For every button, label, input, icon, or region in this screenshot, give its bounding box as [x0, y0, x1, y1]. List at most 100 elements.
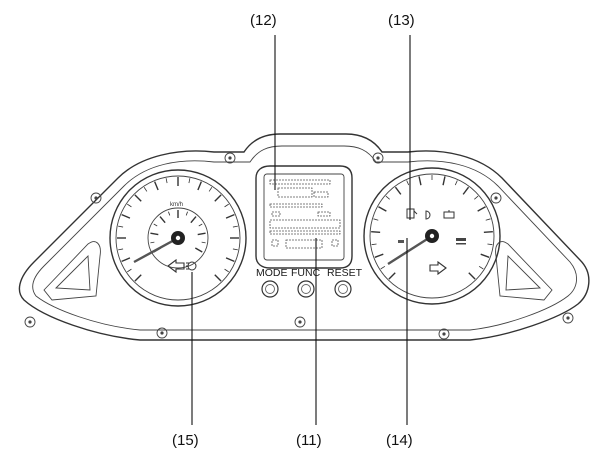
gauge-tick [483, 230, 493, 233]
lcd-segment [331, 239, 339, 247]
tach-indicator-mark [398, 240, 404, 243]
gauge-tick [190, 216, 197, 224]
speedometer-needle [133, 236, 179, 264]
gauge-tick [373, 218, 379, 221]
gauge-tick [134, 194, 142, 202]
gauge-tick [394, 186, 402, 195]
gauge-tick [208, 187, 213, 192]
tach-headlight-icon [425, 210, 431, 220]
side-reflector-right [495, 241, 553, 301]
reset-button[interactable] [334, 280, 352, 298]
gauge-tick [477, 206, 486, 212]
lcd-segment [269, 219, 341, 229]
gauge-tick [197, 232, 206, 236]
gauge-tick [127, 203, 132, 208]
gauge-tick [201, 241, 206, 244]
tachometer-gauge [363, 167, 501, 305]
gauge-tick [121, 257, 131, 262]
gauge-tick [485, 218, 491, 221]
gauge-tick [165, 178, 168, 184]
gauge-tick [150, 241, 155, 244]
gauge-tick [442, 176, 446, 186]
center-lcd-module [255, 165, 353, 269]
callout-label-11: (11) [296, 432, 322, 449]
gauge-tick [418, 176, 422, 186]
gauge-tick [232, 225, 238, 228]
gauge-tick [378, 206, 387, 212]
callout-label-15: (15) [172, 432, 199, 449]
gauge-tick [462, 186, 470, 195]
func-button-label: FUNC [291, 267, 321, 279]
high-beam-bars [456, 238, 466, 245]
gauge-tick [224, 268, 229, 273]
side-reflector-left [43, 241, 101, 301]
headlight-indicator-icon [186, 261, 197, 271]
gauge-tick [118, 225, 124, 228]
mode-button-label: MODE [256, 267, 288, 279]
callout-label-12: (12) [250, 12, 277, 29]
lcd-segment [285, 239, 323, 249]
right-turn-arrow-icon [429, 260, 447, 276]
gauge-tick [198, 223, 203, 227]
button-row: MODE FUNC RESET [256, 267, 363, 298]
screw-bosses [24, 152, 574, 340]
gauge-tick [474, 195, 479, 200]
gauge-tick [159, 216, 166, 224]
callout-label-13: (13) [388, 12, 415, 29]
tachometer-ticks [371, 175, 493, 280]
gauge-tick [480, 253, 490, 258]
gauge-tick [371, 230, 381, 233]
speed-unit-label: km/h [170, 202, 183, 208]
lcd-segment [269, 230, 341, 235]
gauge-tick [154, 181, 159, 191]
gauge-tick [150, 232, 159, 236]
callout-leaders [191, 35, 411, 425]
gauge-tick [225, 257, 235, 262]
lcd-segment-display [269, 179, 341, 249]
gauge-tick [127, 268, 132, 273]
gauge-tick [214, 274, 222, 282]
gauge-tick [468, 272, 476, 280]
gauge-tick [121, 214, 131, 219]
lcd-segment [317, 211, 331, 217]
lcd-segment [277, 187, 313, 198]
fuel-pump-icon [406, 208, 418, 219]
cluster-housing [18, 133, 590, 341]
gauge-tick [194, 247, 203, 253]
gauge-tick [153, 223, 158, 227]
tachometer-needle [387, 234, 433, 266]
gauge-tick [487, 243, 493, 246]
lcd-segment [269, 203, 323, 208]
gauge-tick [197, 181, 202, 191]
mode-button[interactable] [261, 280, 279, 298]
gauge-tick [232, 248, 238, 251]
gauge-tick [388, 272, 396, 280]
gauge-tick [188, 178, 191, 184]
lcd-segment [269, 179, 331, 185]
gauge-tick [374, 253, 384, 258]
func-button[interactable] [297, 280, 315, 298]
engine-check-icon [443, 210, 455, 219]
gauge-tick [380, 265, 386, 270]
gauge-tick [385, 195, 390, 200]
callout-label-14: (14) [386, 432, 413, 449]
gauge-tick [118, 248, 124, 251]
gauge-tick [214, 194, 222, 202]
gauge-tick [168, 211, 171, 216]
gauge-tick [478, 265, 484, 270]
gauge-tick [185, 211, 188, 216]
lcd-segment [271, 239, 279, 247]
gauge-tick [225, 214, 235, 219]
lcd-segment [271, 211, 281, 217]
gauge-tick [224, 203, 229, 208]
gauge-tick [406, 180, 410, 186]
reset-button-label: RESET [327, 267, 363, 279]
gauge-tick [371, 243, 377, 246]
left-turn-arrow-icon [167, 258, 185, 274]
gauge-tick [454, 180, 458, 186]
gauge-tick [143, 187, 148, 192]
speedometer-gauge: km/h [109, 169, 247, 307]
lcd-segment [313, 191, 329, 198]
gauge-tick [134, 274, 142, 282]
